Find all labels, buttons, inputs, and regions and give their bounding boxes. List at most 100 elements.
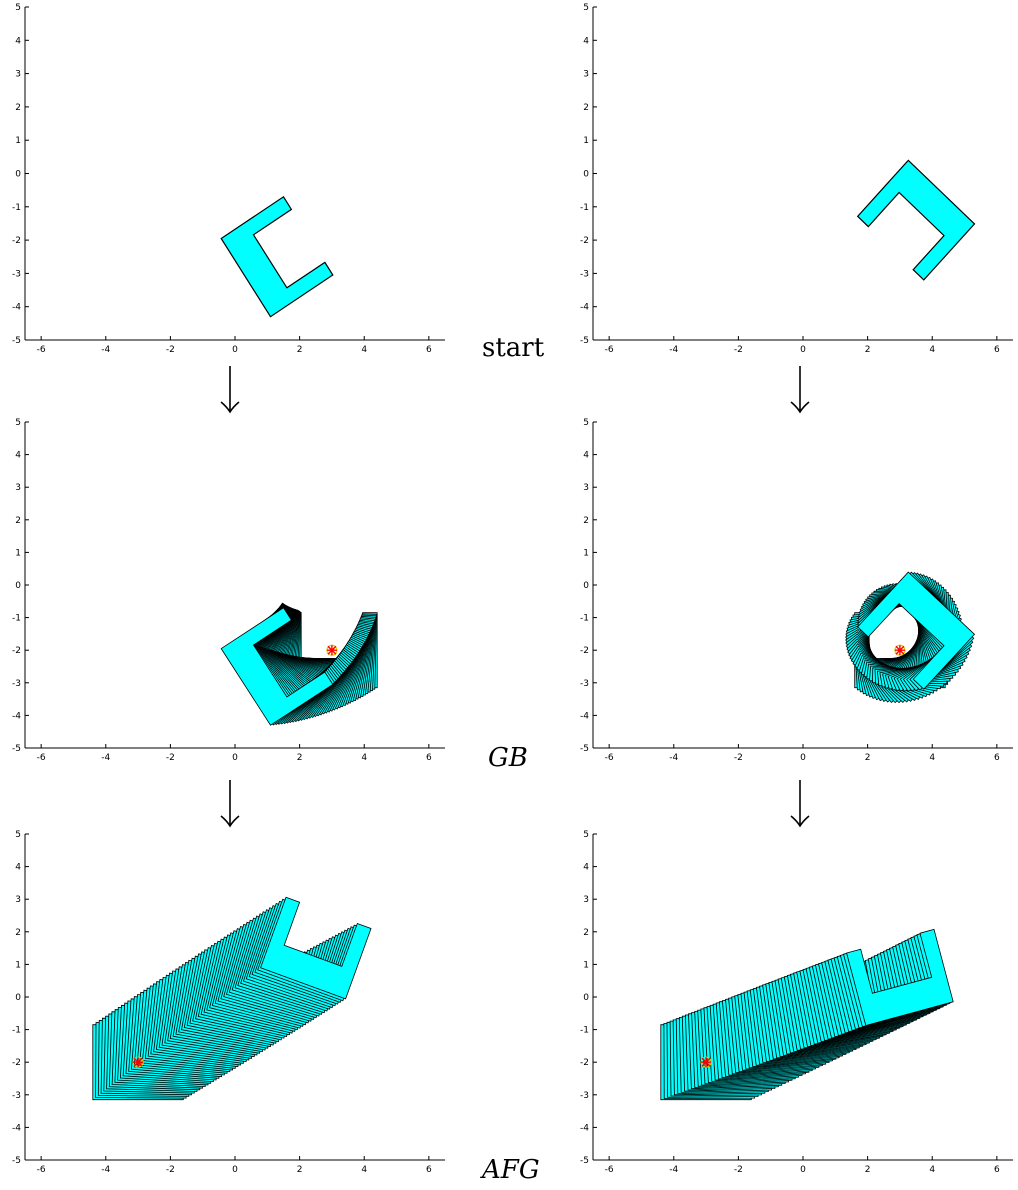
sweep-frame: [260, 896, 372, 1000]
x-tick-label: 4: [361, 345, 367, 355]
y-tick-label: -4: [12, 711, 21, 721]
x-tick-label: -6: [605, 345, 614, 355]
swept-trajectory: [220, 602, 378, 726]
x-tick-label: -4: [101, 345, 110, 355]
y-tick-label: -2: [580, 646, 589, 656]
y-tick-label: 4: [15, 863, 21, 873]
swept-trajectory: [845, 571, 976, 704]
y-tick-label: 2: [15, 103, 21, 113]
y-tick-label: 1: [15, 548, 21, 558]
x-tick-label: 0: [232, 345, 238, 355]
arrow-head: [790, 815, 810, 828]
y-tick-label: 3: [15, 70, 21, 80]
y-tick-label: 1: [583, 548, 589, 558]
y-tick-label: 1: [15, 960, 21, 970]
x-tick-label: 4: [929, 345, 935, 355]
x-tick-label: 0: [800, 1165, 806, 1175]
x-tick-label: 6: [994, 345, 1000, 355]
y-tick-label: -2: [12, 646, 21, 656]
x-tick-label: -6: [605, 753, 614, 763]
x-tick-label: -2: [734, 753, 743, 763]
x-tick-label: -2: [734, 1165, 743, 1175]
y-tick-label: 3: [15, 483, 21, 493]
x-tick-label: 4: [929, 1165, 935, 1175]
x-tick-label: 6: [426, 753, 432, 763]
row-label-start: start: [482, 333, 545, 363]
x-tick-label: -4: [669, 1165, 678, 1175]
y-tick-label: 0: [583, 993, 589, 1003]
y-tick-label: -3: [580, 269, 589, 279]
y-tick-label: 2: [583, 103, 589, 113]
y-tick-label: -3: [12, 679, 21, 689]
y-tick-label: -4: [580, 711, 589, 721]
y-tick-label: 2: [15, 516, 21, 526]
y-tick-label: 3: [583, 483, 589, 493]
transition-arrows: [220, 366, 810, 828]
y-tick-label: 3: [583, 895, 589, 905]
y-tick-label: 4: [583, 36, 589, 46]
sweep-frame: [857, 571, 976, 690]
y-tick-label: 1: [583, 136, 589, 146]
x-tick-label: 6: [994, 1165, 1000, 1175]
x-tick-label: 2: [297, 753, 303, 763]
x-tick-label: 0: [800, 753, 806, 763]
y-tick-label: -2: [580, 1058, 589, 1068]
y-tick-label: 0: [15, 170, 21, 180]
y-tick-label: 1: [583, 960, 589, 970]
y-tick-label: 0: [15, 993, 21, 1003]
x-tick-label: -2: [166, 753, 175, 763]
y-tick-label: -5: [12, 336, 21, 346]
x-tick-label: -2: [734, 345, 743, 355]
y-tick-label: -2: [12, 1058, 21, 1068]
y-tick-label: -1: [580, 614, 589, 624]
x-tick-label: 0: [800, 345, 806, 355]
y-tick-label: -3: [580, 679, 589, 689]
x-tick-label: 2: [865, 753, 871, 763]
swept-trajectory: [92, 896, 372, 1101]
y-tick-label: -2: [580, 236, 589, 246]
x-tick-label: -4: [669, 345, 678, 355]
y-tick-label: -3: [12, 1091, 21, 1101]
y-tick-label: 5: [15, 418, 21, 428]
y-tick-label: -4: [580, 303, 589, 313]
y-tick-label: 5: [583, 418, 589, 428]
y-tick-label: -5: [12, 744, 21, 754]
y-tick-label: -5: [580, 336, 589, 346]
y-tick-label: 5: [15, 830, 21, 840]
y-tick-label: 4: [583, 451, 589, 461]
x-tick-label: 6: [426, 1165, 432, 1175]
x-tick-label: -4: [101, 1165, 110, 1175]
star-marker: [133, 1057, 144, 1068]
y-tick-label: -5: [12, 1156, 21, 1166]
y-tick-label: 5: [15, 3, 21, 13]
x-tick-label: 2: [865, 345, 871, 355]
x-tick-label: 6: [994, 753, 1000, 763]
y-tick-label: 4: [583, 863, 589, 873]
y-tick-label: 1: [15, 136, 21, 146]
y-tick-label: 2: [15, 928, 21, 938]
x-tick-label: 6: [426, 345, 432, 355]
row-label-afg: AFG: [480, 1155, 540, 1185]
y-tick-label: 0: [583, 581, 589, 591]
y-tick-label: -5: [580, 1156, 589, 1166]
y-tick-label: -1: [580, 203, 589, 213]
y-tick-label: -1: [12, 1026, 21, 1036]
y-tick-label: 3: [15, 895, 21, 905]
x-tick-label: -2: [166, 345, 175, 355]
x-tick-label: 2: [297, 1165, 303, 1175]
x-tick-label: -4: [669, 753, 678, 763]
star-marker: [326, 645, 337, 656]
y-tick-label: -4: [12, 303, 21, 313]
x-tick-label: 4: [361, 1165, 367, 1175]
x-tick-label: 0: [232, 1165, 238, 1175]
swept-trajectory: [660, 928, 954, 1101]
y-tick-label: -5: [580, 744, 589, 754]
arrow-head: [220, 401, 240, 414]
x-tick-label: -6: [605, 1165, 614, 1175]
